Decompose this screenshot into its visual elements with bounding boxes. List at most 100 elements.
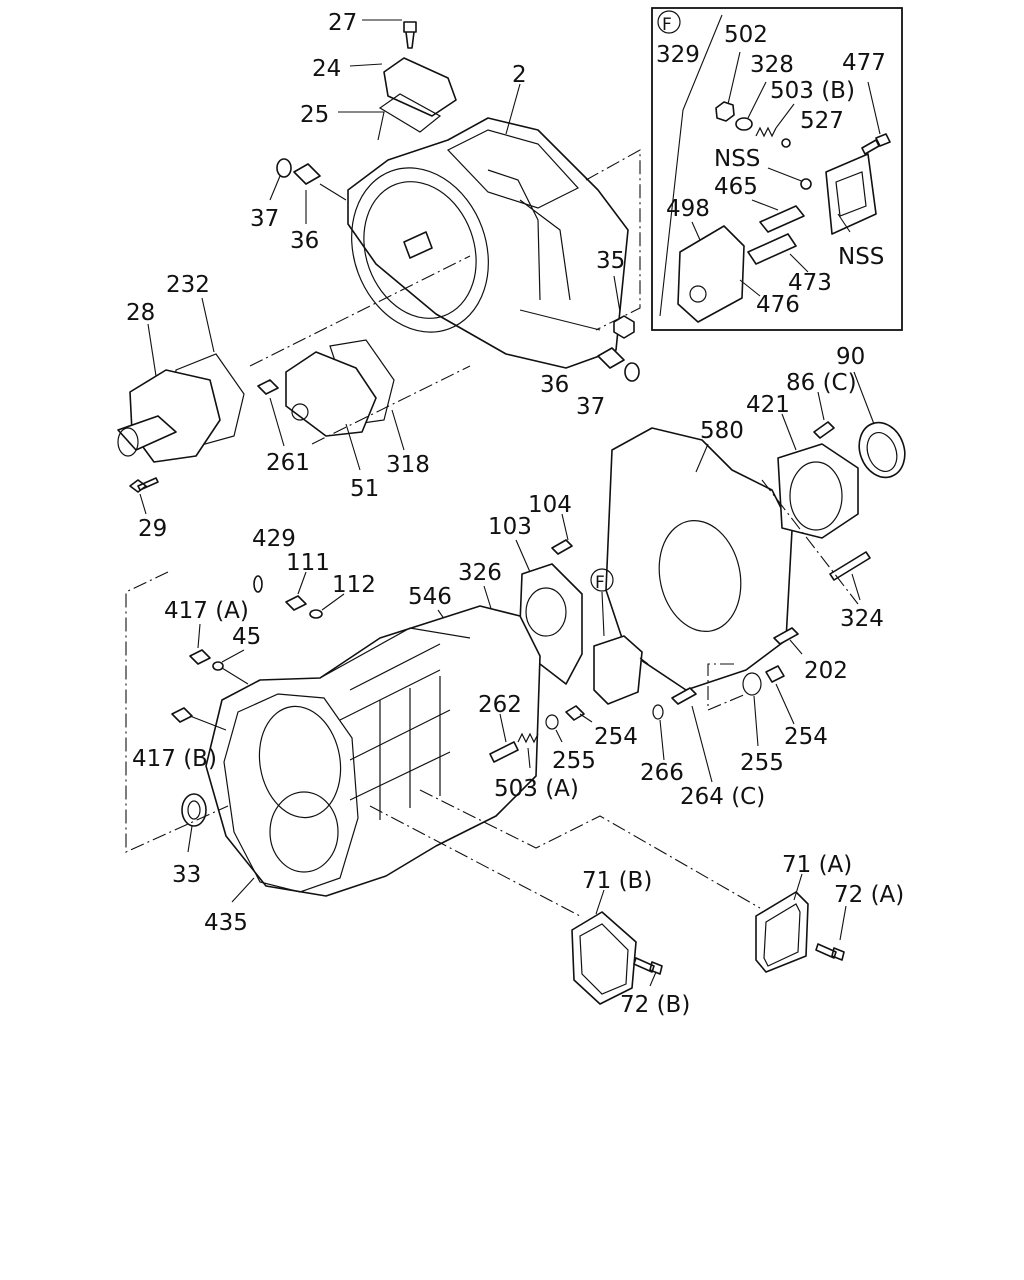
spring-503a-icon — [517, 732, 539, 744]
gasket-25-icon — [378, 93, 442, 133]
label-111: 111 — [286, 550, 330, 576]
label-103: 103 — [488, 514, 532, 540]
cover-71b-icon — [571, 911, 637, 1005]
label-29: 29 — [138, 516, 167, 542]
label-255-right: 255 — [740, 750, 784, 776]
ring-328-icon — [735, 117, 753, 131]
label-25: 25 — [300, 102, 329, 128]
seal-90-icon — [858, 421, 906, 479]
seal-33-icon — [181, 793, 207, 827]
cover-plate-nss-icon — [825, 153, 877, 235]
inset-panel-f: F 502 329 328 503 (B) 477 — [651, 7, 903, 331]
label-24: 24 — [312, 56, 341, 82]
label-465: 465 — [714, 174, 758, 200]
bolt-417b-icon — [171, 707, 193, 723]
label-502: 502 — [724, 22, 768, 48]
label-35: 35 — [596, 248, 625, 274]
label-202: 202 — [804, 658, 848, 684]
bolt-264c-icon — [671, 687, 697, 705]
label-254-left: 254 — [594, 724, 638, 750]
label-262: 262 — [478, 692, 522, 718]
clutch-housing-2-icon — [347, 117, 629, 369]
label-27: 27 — [328, 10, 357, 36]
cover-51-icon — [285, 351, 377, 437]
plug-254b-icon — [765, 665, 785, 683]
bolt-477-icon — [861, 133, 891, 155]
plug-254a-icon — [565, 705, 585, 721]
retainer-28-icon — [129, 369, 221, 463]
pin-262-icon — [489, 741, 519, 763]
label-417b: 417 (B) — [132, 746, 217, 772]
seal-37-upper-icon — [276, 158, 292, 178]
bolt-261-icon — [257, 379, 279, 395]
bushing-36-lower-icon — [597, 347, 625, 369]
label-71a: 71 (A) — [782, 852, 852, 878]
label-429: 429 — [252, 526, 296, 552]
ball-527-icon — [781, 138, 791, 148]
nut-35-icon — [613, 315, 635, 339]
label-45: 45 — [232, 624, 261, 650]
label-37-lower: 37 — [576, 394, 605, 420]
label-nss-top: NSS — [714, 146, 760, 172]
seal-37-lower-icon — [624, 362, 640, 382]
label-417a: 417 (A) — [164, 598, 249, 624]
stud-324-icon — [829, 551, 871, 581]
label-37-upper: 37 — [250, 206, 279, 232]
label-112: 112 — [332, 572, 376, 598]
label-2: 2 — [512, 62, 527, 88]
bolt-72b-icon — [633, 957, 663, 975]
label-498: 498 — [666, 196, 710, 222]
label-71b: 71 (B) — [582, 868, 652, 894]
label-51: 51 — [350, 476, 379, 502]
label-255-left: 255 — [552, 748, 596, 774]
gear-473-icon — [747, 233, 797, 265]
bolt-202-icon — [773, 627, 799, 645]
inset-marker: F — [662, 15, 672, 35]
label-36-lower: 36 — [540, 372, 569, 398]
label-503a: 503 (A) — [494, 776, 579, 802]
label-33: 33 — [172, 862, 201, 888]
bolt-111-icon — [285, 595, 307, 611]
label-254-right: 254 — [784, 724, 828, 750]
label-28: 28 — [126, 300, 155, 326]
bolt-417a-icon — [189, 649, 211, 665]
part-number-labels: 27 24 2 25 37 36 35 36 37 232 28 261 318… — [126, 10, 904, 1018]
bearing-retainer-group — [117, 297, 405, 515]
label-329: 329 — [656, 42, 700, 68]
o-ring-255a-icon — [545, 714, 559, 730]
label-476: 476 — [756, 292, 800, 318]
label-503b: 503 (B) — [770, 78, 855, 104]
callout-marker-f: F — [595, 573, 605, 593]
plug-429-icon — [253, 575, 263, 593]
washer-45-icon — [212, 661, 224, 671]
transmission-case-435-icon — [205, 605, 541, 897]
washer-112-icon — [309, 609, 323, 619]
spring-503b-icon — [755, 126, 777, 138]
bolt-27-icon — [403, 21, 417, 49]
label-264c: 264 (C) — [680, 784, 765, 810]
pump-body-498-icon — [677, 225, 745, 323]
label-266: 266 — [640, 760, 684, 786]
o-ring-255b-icon — [742, 672, 762, 696]
label-318: 318 — [386, 452, 430, 478]
cover-24-icon — [383, 57, 457, 117]
label-421: 421 — [746, 392, 790, 418]
ring-266-icon — [652, 704, 664, 720]
label-72b: 72 (B) — [620, 992, 690, 1018]
label-326: 326 — [458, 560, 502, 586]
label-nss-bottom: NSS — [838, 244, 884, 270]
bolt-502-icon — [715, 101, 735, 122]
label-36-upper: 36 — [290, 228, 319, 254]
label-232: 232 — [166, 272, 210, 298]
clutch-housing-group — [249, 19, 641, 382]
bolt-104-icon — [551, 539, 573, 555]
label-86c: 86 (C) — [786, 370, 857, 396]
label-104: 104 — [528, 492, 572, 518]
label-261: 261 — [266, 450, 310, 476]
label-90: 90 — [836, 344, 865, 370]
label-477: 477 — [842, 50, 886, 76]
label-546: 546 — [408, 584, 452, 610]
rear-housing-group — [605, 371, 906, 691]
bolt-72a-icon — [815, 943, 845, 961]
